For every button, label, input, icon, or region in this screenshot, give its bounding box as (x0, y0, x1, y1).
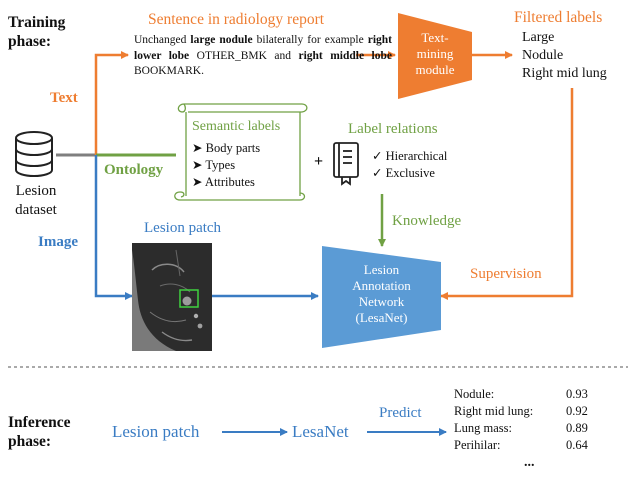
prediction-ellipsis: ... (524, 455, 535, 470)
filtered-label-item: Right mid lung (522, 66, 607, 81)
prediction-score: 0.89 (566, 421, 588, 435)
relation-text: Hierarchical (385, 149, 448, 163)
report-text: OTHER_BMK and (189, 49, 299, 62)
inference-phase-label: Inference phase: (8, 413, 71, 451)
training-phase-line2: phase: (8, 33, 52, 50)
lesion-dataset-line1: Lesion (15, 183, 57, 199)
database-icon (15, 131, 53, 177)
report-keyword: large nodule (190, 34, 253, 46)
inference-phase-line2: phase: (8, 433, 52, 450)
network-line3: Network (358, 294, 405, 309)
text-branch-label: Text (50, 90, 78, 106)
text-mining-line1: Text- (421, 30, 449, 45)
ontology-branch-label: Ontology (104, 162, 164, 178)
supervision-label: Supervision (470, 266, 542, 282)
report-text: BOOKMARK. (134, 65, 204, 77)
lesion-dataset-line2: dataset (15, 202, 57, 218)
network-line2: Annotation (352, 278, 411, 293)
text-mining-line2: mining (416, 46, 454, 61)
plus-sign: + (314, 153, 324, 170)
report-keyword: right middle lobe (298, 49, 392, 62)
label-relations-list: ✓ Hierarchical ✓ Exclusive (372, 148, 447, 182)
semantic-label-item: ➤ Body parts (192, 140, 260, 157)
check-icon: ✓ (372, 149, 383, 163)
semantic-label-item: ➤ Types (192, 157, 260, 174)
predict-label: Predict (379, 405, 422, 421)
semantic-labels-list: ➤ Body parts ➤ Types ➤ Attributes (192, 140, 260, 191)
semantic-label-item: ➤ Attributes (192, 174, 260, 191)
image-branch-label: Image (38, 234, 78, 250)
relation-text: Exclusive (385, 166, 435, 180)
prediction-row: Perihilar: 0.64 (454, 437, 588, 454)
prediction-list: Nodule: 0.93 Right mid lung: 0.92 Lung mas… (454, 386, 588, 454)
report-keyword: right lower lobe (134, 34, 393, 62)
prediction-row: Lung mass: 0.89 (454, 420, 588, 437)
lesion-patch-title: Lesion patch (144, 220, 222, 236)
knowledge-label: Knowledge (392, 213, 462, 229)
prediction-score: 0.93 (566, 387, 588, 401)
relation-item: ✓ Exclusive (372, 165, 447, 182)
text-mining-label: Text- mining module (398, 30, 472, 78)
bullet-arrow-icon: ➤ (192, 141, 203, 155)
prediction-label: Lung mass: (454, 421, 512, 435)
semantic-label-text: Attributes (204, 175, 255, 189)
lesanet-label: Lesion Annotation Network (LesaNet) (322, 262, 441, 326)
bullet-arrow-icon: ➤ (192, 175, 203, 189)
semantic-label-text: Body parts (205, 141, 261, 155)
check-icon: ✓ (372, 166, 383, 180)
report-text: bilaterally for example (252, 34, 368, 46)
training-phase-line1: Training (8, 14, 66, 31)
lesanet-block (322, 246, 441, 348)
report-text: Unchanged (134, 34, 191, 46)
text-mining-line3: module (415, 62, 455, 77)
inference-phase-line1: Inference (8, 414, 71, 431)
semantic-labels-title: Semantic labels (192, 119, 281, 134)
prediction-label: Right mid lung: (454, 404, 534, 418)
lesion-bounding-box (179, 289, 199, 308)
network-line1: Lesion (363, 262, 400, 277)
inference-model-label: LesaNet (292, 422, 349, 441)
inference-input-label: Lesion patch (112, 422, 200, 441)
label-relations-title: Label relations (348, 121, 438, 137)
network-line4: (LesaNet) (355, 310, 408, 325)
text-branch-arrow (94, 51, 129, 155)
prediction-row: Right mid lung: 0.92 (454, 403, 588, 420)
filtered-label-item: Nodule (522, 48, 564, 63)
prediction-row: Nodule: 0.93 (454, 386, 588, 403)
book-icon (333, 142, 359, 186)
image-branch-arrow (94, 155, 133, 300)
report-sentence: Unchanged large nodule bilaterally for e… (134, 33, 392, 80)
prediction-score: 0.64 (566, 438, 588, 452)
prediction-label: Perihilar: (454, 438, 501, 452)
filtered-labels-title: Filtered labels (514, 9, 603, 26)
relation-item: ✓ Hierarchical (372, 148, 447, 165)
ct-lung-patch-image (132, 243, 212, 351)
semantic-labels-scroll (174, 103, 308, 201)
bullet-arrow-icon: ➤ (192, 158, 203, 172)
supervision-arrow (440, 88, 574, 300)
semantic-label-text: Types (205, 158, 236, 172)
prediction-score: 0.92 (566, 404, 588, 418)
prediction-label: Nodule: (454, 387, 495, 401)
training-phase-label: Training phase: (8, 13, 65, 51)
filtered-labels-list: Large Nodule Right mid lung (522, 29, 607, 83)
text-mining-module (398, 13, 472, 99)
sentence-title: Sentence in radiology report (148, 11, 325, 28)
lesion-dataset-label: Lesion dataset (10, 182, 62, 220)
filtered-label-item: Large (522, 30, 555, 45)
